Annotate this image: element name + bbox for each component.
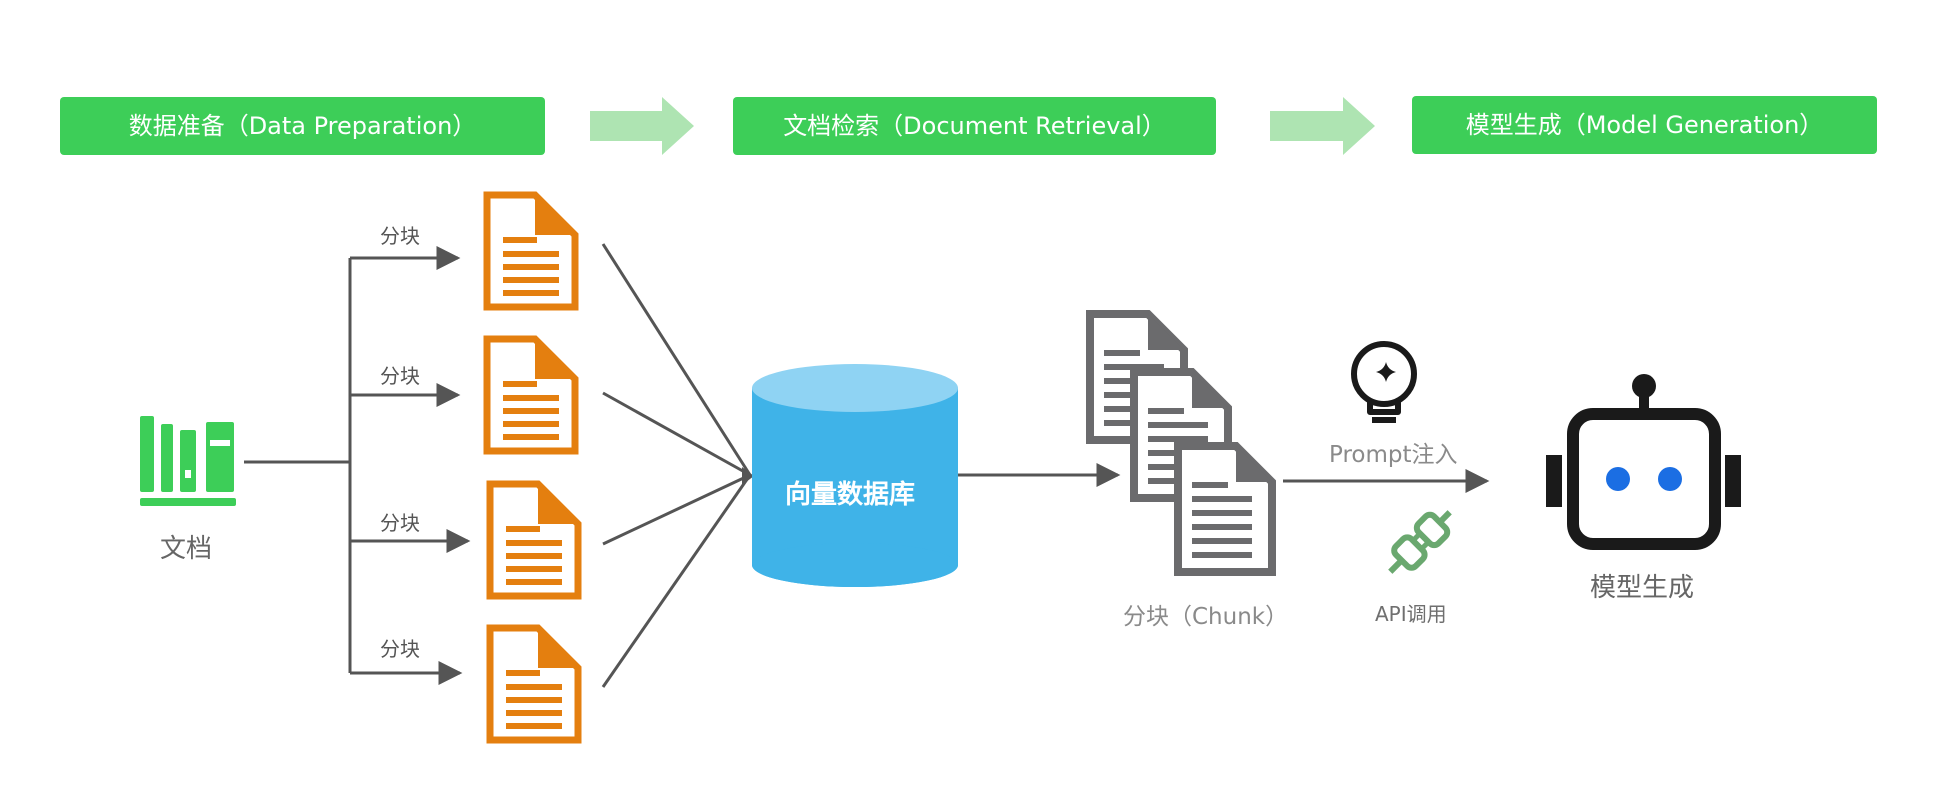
chunk-doc-icon-3: [486, 480, 582, 600]
lightbulb-sparkle-icon: [1351, 341, 1417, 423]
stacked-documents-icon: [1086, 310, 1276, 576]
prompt-injection-label: Prompt注入: [1329, 442, 1458, 468]
model-generation-label: 模型生成: [1590, 573, 1695, 603]
chunk-label-4: 分块: [380, 637, 420, 661]
chunk-doc-icon-4: [486, 624, 582, 744]
bookshelf-icon: [140, 416, 236, 506]
api-call-label: API调用: [1375, 602, 1447, 626]
stage-flow-arrow-2: [1270, 97, 1375, 155]
stage-header-data-preparation: 数据准备（Data Preparation）: [60, 97, 545, 155]
document-label: 文档: [160, 534, 213, 564]
chunk-label-2: 分块: [380, 364, 420, 388]
embedding-connectors: [601, 243, 754, 688]
chunk-doc-icon-1: [483, 191, 579, 311]
robot-icon: [1546, 374, 1741, 550]
database-cylinder-icon: [752, 364, 958, 587]
stage-header-document-retrieval: 文档检索（Document Retrieval）: [733, 97, 1216, 155]
chunk-label-1: 分块: [380, 224, 420, 248]
chunk-label-3: 分块: [380, 511, 420, 535]
stage-flow-arrow-1: [590, 97, 694, 155]
split-connectors: [244, 246, 471, 685]
vector-db-label: 向量数据库: [785, 480, 916, 510]
stage-header-model-generation: 模型生成（Model Generation）: [1412, 96, 1877, 154]
retrieved-chunks-label: 分块（Chunk）: [1123, 604, 1289, 630]
chunk-doc-icon-2: [483, 335, 579, 455]
plug-connector-icon: [1388, 510, 1452, 574]
